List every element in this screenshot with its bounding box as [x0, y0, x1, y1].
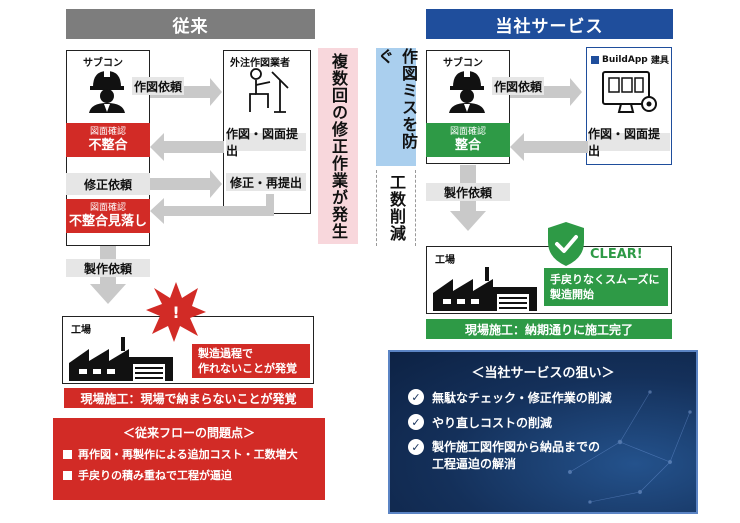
site-bar-right: 現場施工：納期通りに施工完了 [426, 319, 672, 339]
site-bar-left: 現場施工：現場で納まらないことが発覚 [64, 388, 313, 408]
subcon-box-right: サブコン 図面確認整合 [426, 50, 510, 164]
mfg-req-tag-right: 製作依頼 [426, 183, 510, 201]
shield-check-icon [548, 222, 584, 266]
submit-tag-right: 作図・図面提出 [588, 127, 670, 158]
subcon-label-right: サブコン [443, 58, 483, 69]
worker-icon [449, 69, 485, 113]
check-mismatch-badge: 図面確認不整合 [66, 123, 150, 157]
check-circle-icon: ✓ [408, 414, 424, 430]
arrow-fix-req [150, 170, 222, 198]
square-bullet-icon [63, 470, 72, 480]
prevent-error-label: 作図ミスを防ぐ [375, 48, 418, 166]
arrow-resubmit [150, 194, 274, 224]
problem-item: 再作図・再製作による追加コスト・工数増大 [63, 446, 315, 462]
check-match-badge: 図面確認整合 [426, 123, 510, 157]
aim-item: ✓ 無駄なチェック・修正作業の削減 [408, 389, 678, 406]
subcon-label: サブコン [83, 58, 123, 69]
monitor-gear-icon [602, 71, 657, 113]
problems-box: ＜従来フローの問題点＞ 再作図・再製作による追加コスト・工数増大 手戻りの積み重… [53, 418, 325, 500]
aim-item: ✓ 製作施工図作図から納品までの 工程逼迫の解消 [408, 439, 678, 473]
check-overlook-badge: 図面確認不整合見落し [66, 199, 150, 233]
square-bullet-icon [63, 449, 72, 459]
buildapp-logo-icon [591, 55, 599, 64]
factory-icon [433, 267, 537, 311]
req-drawing-tag-right: 作図依頼 [492, 77, 544, 95]
alert-box: 製造過程で 作れないことが発覚 [192, 344, 310, 378]
svg-text:!: ! [172, 303, 179, 322]
arrow-req-drawing-right [510, 78, 582, 106]
mfg-req-tag-left-overlay: 製作依頼 [66, 259, 150, 277]
factory-icon [69, 337, 173, 381]
worker-icon [89, 69, 125, 113]
fix-req-tag: 修正依頼 [66, 173, 150, 195]
header-our-service: 当社サービス [426, 9, 673, 39]
submit-tag: 作図・図面提出 [226, 127, 306, 158]
req-drawing-tag: 作図依頼 [132, 77, 184, 95]
factory-label-left: 工場 [71, 325, 91, 336]
problems-title: ＜従来フローの問題点＞ [122, 426, 255, 440]
outsource-label: 外注作図業者 [230, 58, 290, 69]
smooth-start-box: 手戻りなくスムーズに 製造開始 [544, 268, 668, 306]
arrow-req-drawing [150, 78, 222, 106]
reduce-effort-label: 工数削減 [376, 170, 416, 246]
check-circle-icon: ✓ [408, 389, 424, 405]
factory-label-right: 工場 [435, 255, 455, 266]
aim-item: ✓ やり直しコストの削減 [408, 414, 678, 431]
resubmit-tag: 修正・再提出 [226, 173, 306, 191]
aims-title: ＜当社サービスの狙い＞ [471, 366, 615, 381]
buildapp-logo: BuildApp 建具 [591, 53, 669, 66]
arrow-submit-right [510, 133, 588, 161]
explosion-icon: ! [146, 282, 206, 342]
header-conventional: 従来 [66, 9, 315, 39]
clear-label: CLEAR! [590, 247, 643, 262]
network-pattern [567, 390, 692, 504]
arrow-submit [150, 133, 224, 161]
check-circle-icon: ✓ [408, 439, 424, 455]
drafter-icon [249, 68, 289, 113]
aims-box: ＜当社サービスの狙い＞ ✓ 無駄なチェック・修正作業の削減 ✓ やり直しコストの… [388, 350, 698, 514]
problem-item: 手戻りの積み重ねで工程が逼迫 [63, 467, 315, 483]
repeated-fix-label: 複数回の修正作業が発生 [318, 48, 358, 244]
